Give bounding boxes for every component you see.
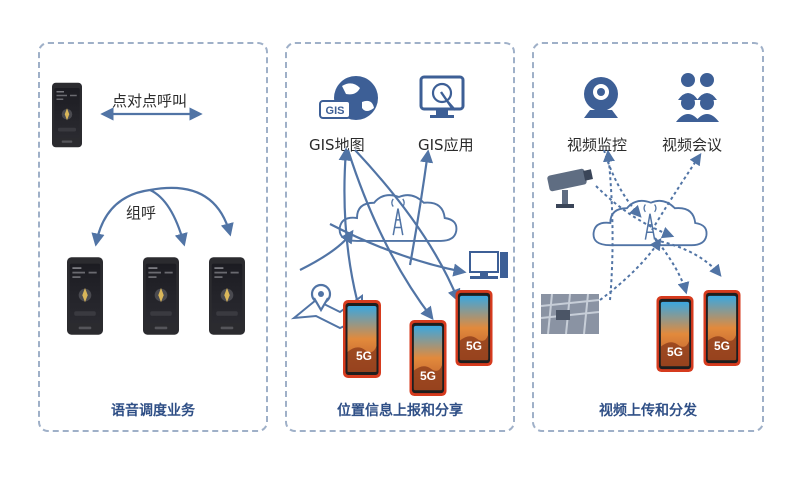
five-g-label-d: 5G (667, 345, 683, 359)
video-dashed-arrows (595, 149, 722, 301)
label-p2p-call: 点对点呼叫 (112, 92, 188, 110)
panel-location-sharing: GIS地图 GIS应用 位置信息上报和分享 (285, 42, 515, 432)
caption-location-sharing: 位置信息上报和分享 (337, 403, 463, 419)
label-group-call: 组呼 (126, 204, 157, 222)
caption-voice-dispatch: 语音调度业务 (111, 403, 195, 419)
phone-5g-c: 5G (455, 290, 493, 366)
cloud-tower-location (338, 194, 458, 242)
location-data-arrows (299, 147, 467, 321)
five-g-label-b: 5G (420, 369, 436, 383)
label-video-meeting: 视频会议 (662, 136, 723, 154)
gis-globe-icon: GIS (319, 76, 378, 120)
desktop-computer-icon (469, 251, 508, 279)
panel-video-distribution: 视频监控 视频会议 视频上传和分发 (532, 42, 764, 432)
phone-5g-d: 5G (656, 296, 694, 372)
caption-video-distribution: 视频上传和分发 (599, 403, 697, 419)
five-g-label-c: 5G (466, 339, 482, 353)
phone-group-1 (67, 257, 103, 335)
webcam-icon (584, 77, 618, 118)
cloud-tower-video (592, 199, 708, 247)
panel-voice-dispatch: 点对点呼叫 组呼 语音调度业务 (38, 42, 268, 432)
gis-badge-text: GIS (326, 105, 345, 117)
phone-group-3 (209, 257, 245, 335)
label-video-monitor: 视频监控 (567, 136, 628, 154)
phone-group-2 (143, 257, 179, 335)
cctv-camera-icon (547, 168, 593, 208)
phone-5g-e: 5G (703, 290, 741, 366)
phone-5g-a: 5G (343, 300, 381, 378)
phone-caller (52, 82, 82, 148)
phone-5g-b: 5G (409, 320, 447, 396)
group-call-arrows (91, 186, 234, 247)
surveillance-photo (540, 293, 600, 335)
five-g-label-e: 5G (714, 339, 730, 353)
video-meeting-icon (676, 73, 719, 122)
five-g-label-a: 5G (356, 349, 372, 363)
gis-app-icon (419, 75, 465, 118)
